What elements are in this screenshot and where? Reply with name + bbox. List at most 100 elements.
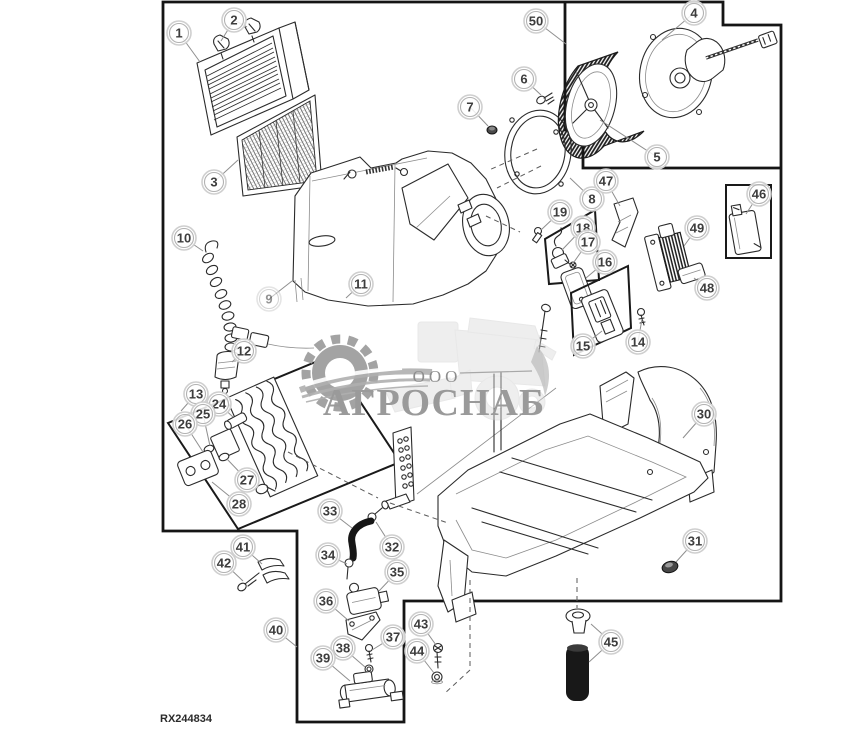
bolt-long-drawing [538,303,551,353]
callout-number: 4 [690,6,698,21]
callout-number: 3 [210,175,217,190]
callout-10[interactable]: 10 [171,225,197,251]
grommet-31-drawing [661,560,679,574]
callout-14[interactable]: 14 [625,329,651,355]
callout-5[interactable]: 5 [644,144,670,170]
callout-number: 44 [410,644,425,659]
callout-48[interactable]: 48 [694,275,720,301]
watermark-swoosh [298,366,433,403]
callout-27[interactable]: 27 [234,467,260,493]
callout-number: 15 [576,339,590,354]
callout-number: 32 [385,540,399,555]
callout-37[interactable]: 37 [380,624,406,650]
callout-number: 13 [189,387,203,402]
callout-number: 12 [237,344,251,359]
callout-number: 26 [178,417,192,432]
filter-element-drawing [236,94,323,197]
callout-number: 48 [700,281,714,296]
callout-31[interactable]: 31 [682,528,708,554]
callout-1[interactable]: 1 [166,20,192,46]
callout-number: 38 [336,641,350,656]
callout-12[interactable]: 12 [231,338,257,364]
callout-17[interactable]: 17 [575,229,601,255]
assembly-dash-lines [287,148,578,695]
callout-number: 46 [752,187,766,202]
callout-number: 11 [354,277,368,292]
callout-number: 42 [217,556,231,571]
callout-number: 10 [177,231,191,246]
callout-47[interactable]: 47 [593,168,619,194]
callout-19[interactable]: 19 [547,199,573,225]
callout-3[interactable]: 3 [201,169,227,195]
callout-number: 36 [319,594,333,609]
callout-30[interactable]: 30 [691,401,717,427]
callout-16[interactable]: 16 [592,249,618,275]
callout-number: 45 [604,635,618,650]
callout-36[interactable]: 36 [313,588,339,614]
callout-number: 19 [553,205,567,220]
callout-2[interactable]: 2 [221,7,247,33]
callout-number: 25 [196,407,210,422]
callout-8[interactable]: 8 [579,186,605,212]
drawing-number: RX244834 [160,713,213,725]
callout-number: 2 [230,13,237,28]
watermark-harvester-ghost [384,317,557,421]
callout-28[interactable]: 28 [226,491,252,517]
screw-19-drawing [531,226,543,244]
base-tray-drawing [437,366,717,623]
callout-11[interactable]: 11 [348,271,374,297]
callout-number: 17 [581,235,595,250]
callout-6[interactable]: 6 [511,66,537,92]
callout-7[interactable]: 7 [457,94,483,120]
callout-number: 47 [599,174,613,189]
callout-45[interactable]: 45 [598,629,624,655]
leader-line [268,280,293,300]
callout-33[interactable]: 33 [317,498,343,524]
connector-frame-15-drawing [569,264,633,357]
callout-41[interactable]: 41 [230,534,256,560]
callout-13[interactable]: 13 [183,381,209,407]
callout-number: 16 [598,255,612,270]
callout-number: 7 [466,100,473,115]
watermark-company-prefix: ООО [413,367,462,386]
callout-44[interactable]: 44 [404,638,430,664]
callout-26[interactable]: 26 [172,411,198,437]
callout-number: 41 [236,540,250,555]
callout-number: 6 [520,72,527,87]
nut-7-drawing [486,125,498,135]
callout-43[interactable]: 43 [408,611,434,637]
watermark-swoosh-tail [531,346,550,396]
hardware-43-44-drawing [431,642,444,685]
callout-number: 43 [414,617,428,632]
callout-50[interactable]: 50 [523,8,549,34]
callout-number: 9 [265,292,272,307]
callout-number: 39 [316,651,330,666]
heater-valve-group-drawing [338,507,404,709]
blower-motor-drawing [639,27,778,119]
callout-number: 31 [688,534,702,549]
callout-9[interactable]: 9 [256,286,282,312]
callout-46[interactable]: 46 [746,181,772,207]
module-46-drawing [728,203,762,256]
callout-number: 50 [529,14,543,29]
callout-38[interactable]: 38 [330,635,356,661]
callout-number: 27 [240,473,254,488]
callout-32[interactable]: 32 [379,534,405,560]
callout-42[interactable]: 42 [211,550,237,576]
callout-number: 40 [269,623,283,638]
callout-15[interactable]: 15 [570,333,596,359]
callout-number: 30 [697,407,711,422]
callout-4[interactable]: 4 [681,0,707,26]
bracket-47-drawing [611,197,639,248]
callout-34[interactable]: 34 [315,542,341,568]
callout-49[interactable]: 49 [684,215,710,241]
callout-35[interactable]: 35 [384,559,410,585]
callout-40[interactable]: 40 [263,617,289,643]
callout-39[interactable]: 39 [310,645,336,671]
watermark-company-name: АГРОСНАБ [323,382,545,424]
bolt-6-drawing [536,92,555,105]
callout-number: 28 [232,497,246,512]
drain-tube-45-drawing [565,608,591,701]
